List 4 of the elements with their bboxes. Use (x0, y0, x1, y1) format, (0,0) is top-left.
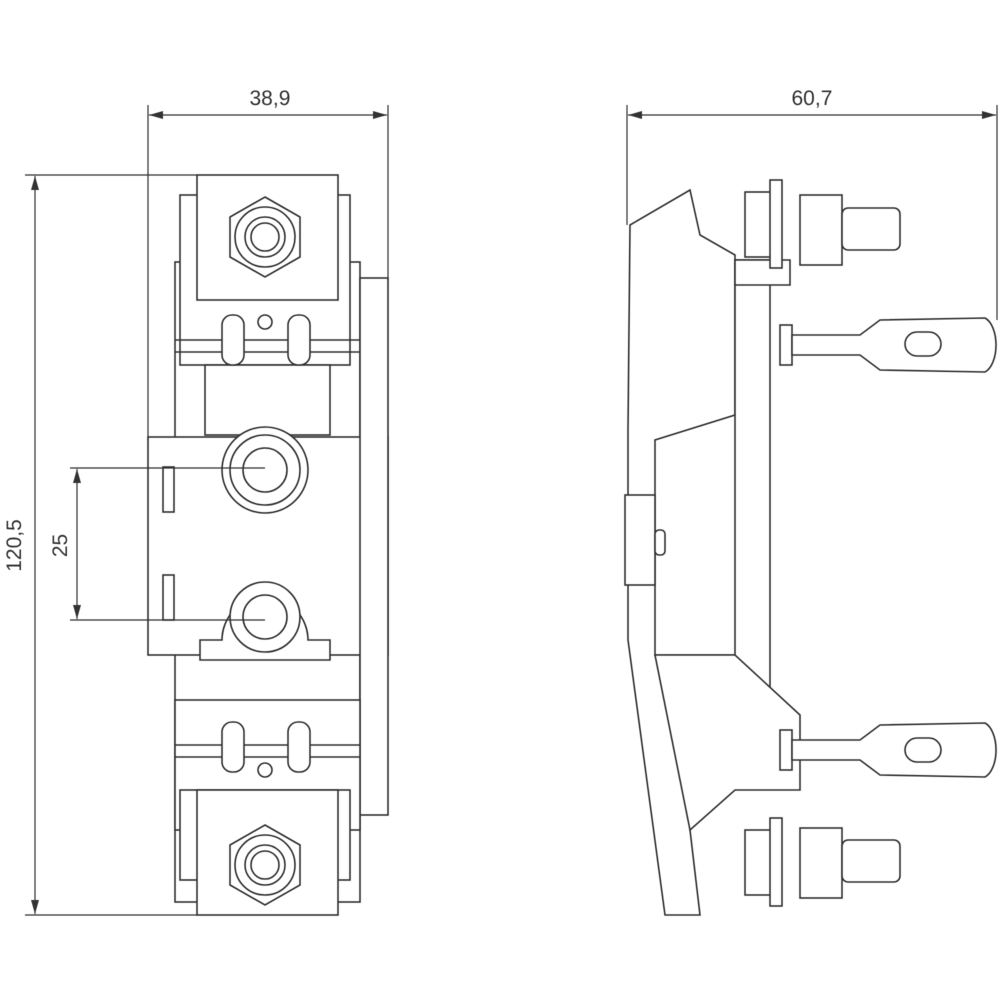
dimension-label: 25 (50, 533, 71, 557)
dimension-label: 120,5 (3, 518, 24, 572)
dimension-label: 38,9 (250, 88, 290, 108)
dimension-label: 60,7 (792, 88, 832, 108)
